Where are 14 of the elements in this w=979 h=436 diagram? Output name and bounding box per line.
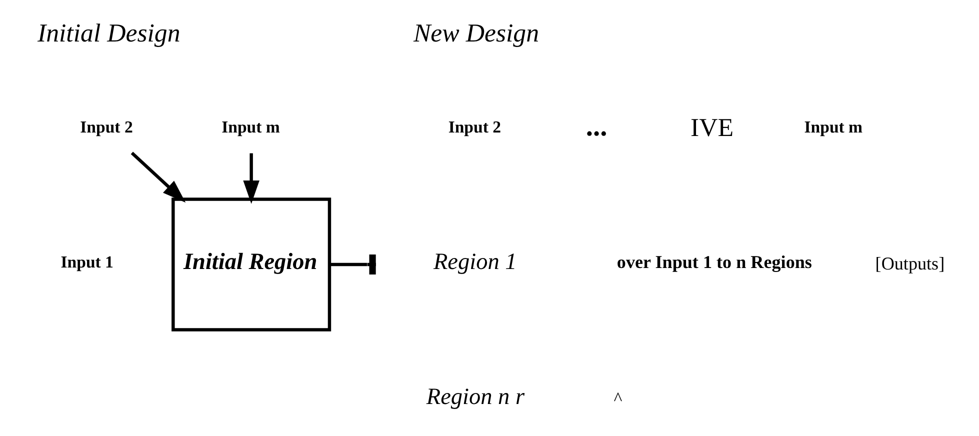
label: over Input 1 to n Regions <box>616 252 812 272</box>
label: ... <box>585 111 607 142</box>
label: Input 2 <box>448 118 501 137</box>
node-text: Input m <box>221 118 280 137</box>
label: Region 1 <box>432 248 516 275</box>
node-text: Input 2 <box>80 118 132 137</box>
label: Region n r <box>426 384 524 410</box>
label: ^ <box>613 388 622 408</box>
label: Input 1 <box>60 252 113 272</box>
label: [Outputs] <box>874 253 944 274</box>
label: IVE <box>690 112 734 142</box>
label: Input m <box>804 118 862 137</box>
label: Initial Design <box>37 18 180 48</box>
label: New Design <box>412 18 538 48</box>
